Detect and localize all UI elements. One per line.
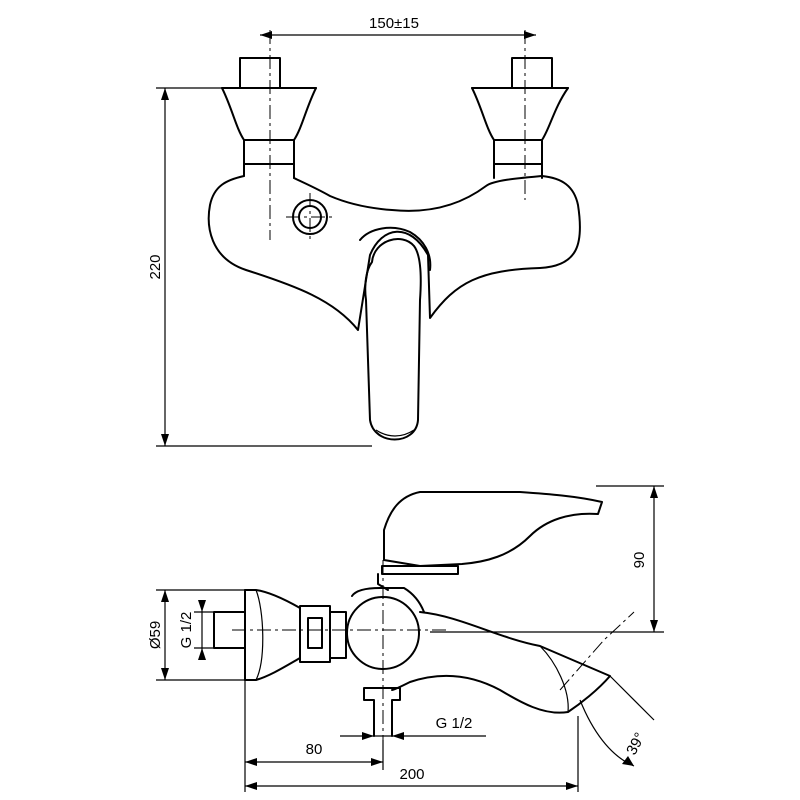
inlet-stub [213, 611, 246, 649]
front-view: 220 150±15 [147, 15, 581, 447]
dimension-inlet-thread: G 1/2 [178, 600, 214, 660]
dimension-outlet-thread: G 1/2 [340, 715, 486, 740]
lever-side [383, 491, 603, 567]
dimension-height-90: 90 [430, 485, 664, 633]
right-connector [471, 30, 569, 200]
depth-80-label: 80 [306, 741, 323, 758]
body-circle [346, 587, 425, 670]
spacing-label: 150±15 [369, 15, 419, 32]
connector-nut [299, 605, 331, 663]
angle-label: 39° [623, 730, 649, 758]
dimension-angle: 39° [579, 675, 655, 767]
depth-200-label: 200 [399, 766, 424, 783]
height-220-label: 220 [147, 254, 164, 279]
dimension-height-220: 220 [147, 87, 372, 447]
spout [391, 611, 611, 714]
outlet-pipe [363, 687, 401, 737]
diverter-knob [286, 193, 334, 241]
height-90-label: 90 [631, 552, 648, 569]
diameter-label: Ø59 [147, 621, 164, 649]
left-connector [221, 30, 317, 240]
mixer-body [207, 175, 581, 331]
dimension-depth-80: 80 [244, 680, 384, 792]
side-view: 90 Ø59 G 1/2 G 1/2 [147, 485, 664, 792]
inlet-thread-label: G 1/2 [178, 612, 195, 649]
dimension-diameter: Ø59 [147, 589, 245, 681]
lever-handle [364, 238, 422, 441]
dimension-spacing: 150±15 [260, 15, 536, 39]
dimension-depth-200: 200 [245, 716, 579, 792]
wall-flange [244, 589, 301, 681]
outlet-thread-label: G 1/2 [436, 715, 473, 732]
